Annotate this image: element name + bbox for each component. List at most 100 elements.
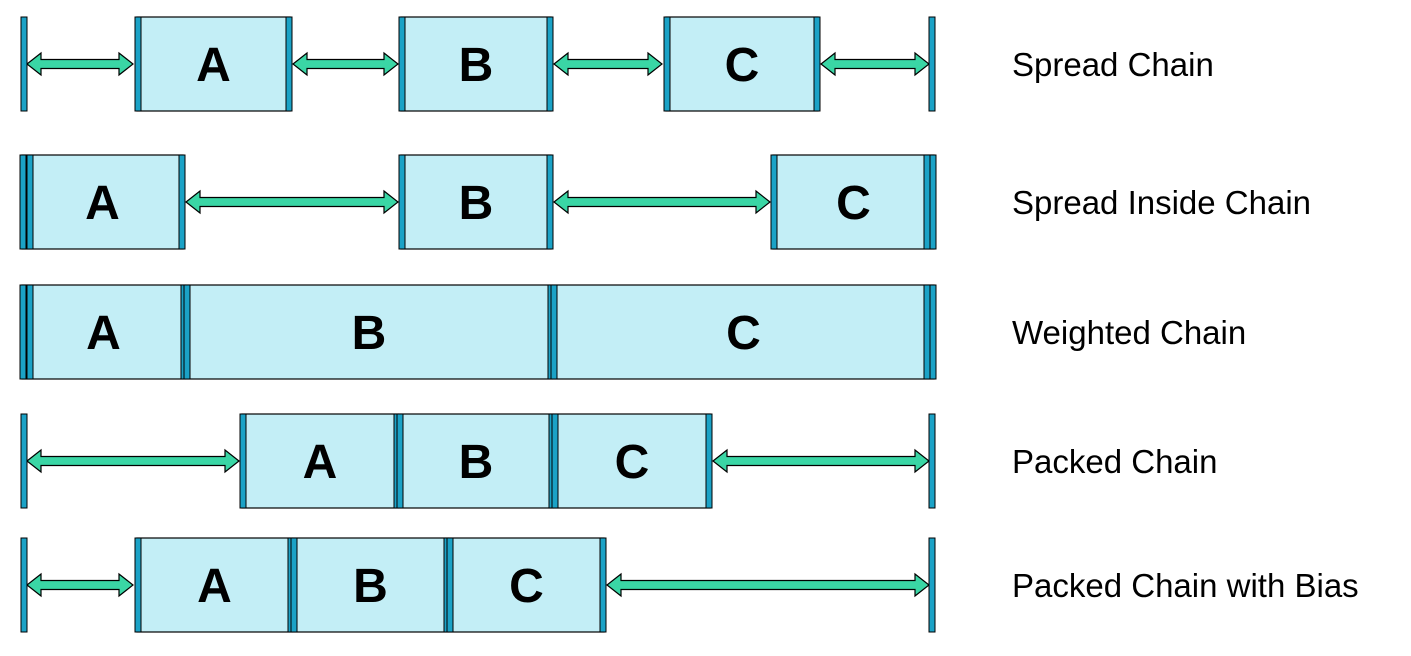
- double-arrow-icon: [185, 189, 399, 215]
- widget-box-c: C: [663, 16, 821, 112]
- row-caption: Weighted Chain: [1012, 314, 1246, 351]
- box-left-edge-bar: [398, 16, 406, 112]
- right-anchor-wall: [928, 16, 936, 112]
- widget-letter: A: [85, 177, 120, 230]
- row-caption: Packed Chain: [1012, 443, 1217, 480]
- widget-box-body: [552, 284, 935, 380]
- box-left-edge-bar: [663, 16, 671, 112]
- double-arrow-icon: [553, 189, 771, 215]
- widget-box-c: C: [770, 154, 937, 250]
- right-anchor-wall: [928, 413, 936, 509]
- widget-box-c: C: [446, 537, 607, 633]
- box-right-edge-bar: [929, 284, 937, 380]
- right-anchor-wall-inner: [923, 154, 931, 250]
- widget-box-c: C: [551, 413, 713, 509]
- widget-box-body: [185, 284, 553, 380]
- row-caption: Spread Inside Chain: [1012, 184, 1311, 221]
- chain-row-3: A B C Weighted Chain: [19, 284, 1246, 380]
- box-left-edge-bar: [19, 154, 27, 250]
- widget-letter: A: [196, 39, 231, 92]
- box-left-edge-bar: [183, 284, 191, 380]
- double-arrow-icon: [26, 51, 134, 77]
- chain-row-1: A B C Spread Chain: [20, 16, 1214, 112]
- widget-letter: B: [352, 307, 387, 360]
- widget-box-body: [136, 537, 293, 633]
- widget-letter: B: [459, 177, 494, 230]
- row-caption: Packed Chain with Bias: [1012, 567, 1359, 604]
- widget-box-a: A: [19, 154, 186, 250]
- box-right-edge-bar: [546, 16, 554, 112]
- double-arrow-icon: [26, 572, 134, 598]
- box-left-edge-bar: [550, 284, 558, 380]
- widget-letter: C: [836, 177, 871, 230]
- box-left-edge-bar: [770, 154, 778, 250]
- box-left-edge-bar: [398, 154, 406, 250]
- box-left-edge-bar: [239, 413, 247, 509]
- box-right-edge-bar: [929, 154, 937, 250]
- widget-box-a: A: [19, 284, 188, 380]
- widget-box-a: A: [134, 537, 295, 633]
- widget-box-body: [400, 154, 552, 250]
- box-left-edge-bar: [290, 537, 298, 633]
- left-anchor-wall: [20, 16, 28, 112]
- widget-box-a: A: [134, 16, 293, 112]
- box-left-edge-bar: [396, 413, 404, 509]
- chain-row-4: A B C Packed Chain: [20, 413, 1217, 509]
- widget-box-body: [665, 16, 819, 112]
- widget-box-b: B: [398, 154, 554, 250]
- widget-box-body: [21, 154, 184, 250]
- widget-box-b: B: [398, 16, 554, 112]
- widget-letter: C: [509, 560, 544, 613]
- double-arrow-icon: [820, 51, 930, 77]
- double-arrow-icon: [606, 572, 930, 598]
- left-anchor-wall-inner: [26, 284, 34, 380]
- double-arrow-icon: [553, 51, 663, 77]
- double-arrow-icon: [26, 448, 240, 474]
- widget-letter: A: [197, 560, 232, 613]
- widget-letter: C: [726, 307, 761, 360]
- widget-letter: B: [353, 560, 388, 613]
- widget-box-body: [553, 413, 711, 509]
- widget-box-b: B: [183, 284, 555, 380]
- left-anchor-wall-inner: [26, 154, 34, 250]
- widget-box-body: [772, 154, 935, 250]
- right-anchor-wall-inner: [923, 284, 931, 380]
- chain-row-2: A B C Spread Inside Chain: [19, 154, 1311, 250]
- widget-box-body: [21, 284, 186, 380]
- widget-box-b: B: [396, 413, 556, 509]
- widget-box-body: [136, 16, 291, 112]
- box-right-edge-bar: [178, 154, 186, 250]
- right-anchor-wall: [928, 537, 936, 633]
- box-left-edge-bar: [551, 413, 559, 509]
- widget-box-b: B: [290, 537, 451, 633]
- widget-letter: A: [303, 436, 338, 489]
- widget-box-body: [398, 413, 554, 509]
- box-right-edge-bar: [285, 16, 293, 112]
- widget-letter: A: [86, 307, 121, 360]
- box-left-edge-bar: [19, 284, 27, 380]
- box-right-edge-bar: [705, 413, 713, 509]
- widget-box-body: [400, 16, 552, 112]
- box-right-edge-bar: [813, 16, 821, 112]
- box-right-edge-bar: [546, 154, 554, 250]
- widget-letter: C: [725, 39, 760, 92]
- double-arrow-icon: [712, 448, 930, 474]
- double-arrow-icon: [292, 51, 399, 77]
- chain-row-5: A B C Packed Chain with Bias: [20, 537, 1359, 633]
- widget-letter: B: [459, 436, 494, 489]
- widget-letter: B: [459, 39, 494, 92]
- box-left-edge-bar: [134, 537, 142, 633]
- widget-box-a: A: [239, 413, 401, 509]
- widget-box-c: C: [550, 284, 937, 380]
- left-anchor-wall: [20, 413, 28, 509]
- widget-box-body: [448, 537, 605, 633]
- widget-box-body: [241, 413, 399, 509]
- row-caption: Spread Chain: [1012, 46, 1214, 83]
- box-left-edge-bar: [134, 16, 142, 112]
- box-right-edge-bar: [599, 537, 607, 633]
- box-left-edge-bar: [446, 537, 454, 633]
- widget-letter: C: [615, 436, 650, 489]
- left-anchor-wall: [20, 537, 28, 633]
